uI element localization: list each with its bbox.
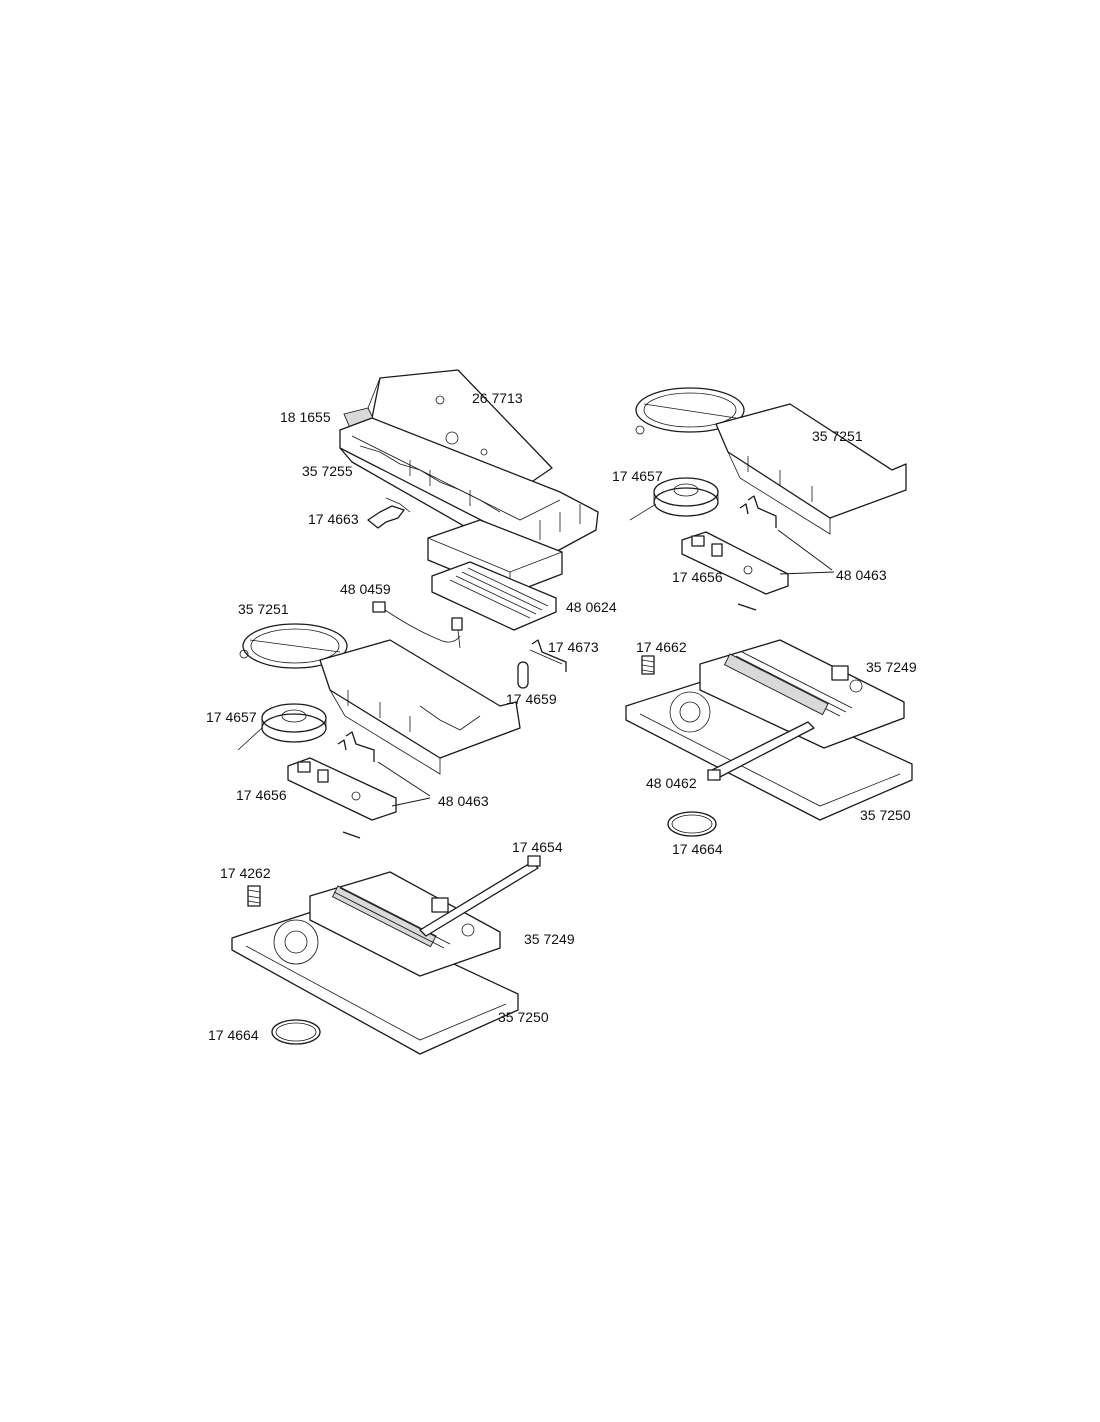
label-480462: 48 0462 [646, 775, 697, 791]
label-174673: 17 4673 [548, 639, 599, 655]
fan-left [237, 703, 327, 751]
label-181655: 18 1655 [280, 409, 331, 425]
terminal-board-left [287, 757, 397, 821]
label-357249-left: 35 7249 [524, 931, 575, 947]
label-357255: 35 7255 [302, 463, 353, 479]
part-labels: 26 7713 18 1655 35 7255 17 4663 48 0459 … [206, 390, 917, 1043]
spring-left [247, 885, 261, 907]
ribbon-cable-right [707, 721, 815, 781]
label-174657-right: 17 4657 [612, 468, 663, 484]
cable-harness [372, 601, 463, 649]
seal-ring-left [271, 1019, 321, 1045]
label-174659: 17 4659 [506, 691, 557, 707]
power-board-right [699, 639, 905, 749]
terminal-board-right [681, 531, 789, 595]
fan-right [629, 477, 719, 521]
label-174262: 17 4262 [220, 865, 271, 881]
label-480624: 48 0624 [566, 599, 617, 615]
leader-lines [377, 529, 835, 807]
label-480463-left: 48 0463 [438, 793, 489, 809]
label-174663: 17 4663 [308, 511, 359, 527]
label-357250-left: 35 7250 [498, 1009, 549, 1025]
label-480459: 48 0459 [340, 581, 391, 597]
coil-carrier-left [239, 623, 521, 775]
label-357250-right: 35 7250 [860, 807, 911, 823]
sensor-clips-right [739, 495, 777, 528]
cable-clip [367, 497, 411, 529]
coil-carrier-right [635, 387, 907, 535]
label-174657-left: 17 4657 [206, 709, 257, 725]
label-174654: 17 4654 [512, 839, 563, 855]
label-174656-right: 17 4656 [672, 569, 723, 585]
label-357251-right: 35 7251 [812, 428, 863, 444]
seal-ring-right [667, 811, 717, 837]
ribbon-cable-left [419, 855, 541, 937]
filter-base [431, 561, 557, 631]
pin-left [342, 831, 361, 839]
pin-right [737, 603, 757, 611]
connector-clip [529, 639, 567, 672]
label-174656-left: 17 4656 [236, 787, 287, 803]
power-board-left [309, 871, 501, 977]
control-housing [339, 417, 599, 559]
label-357249-right: 35 7249 [866, 659, 917, 675]
label-267713: 26 7713 [472, 390, 523, 406]
label-480463-right: 48 0463 [836, 567, 887, 583]
label-174662: 17 4662 [636, 639, 687, 655]
label-357251-left: 35 7251 [238, 601, 289, 617]
ferrite-sleeve [517, 661, 529, 689]
label-174664-left: 17 4664 [208, 1027, 259, 1043]
label-174664-right: 17 4664 [672, 841, 723, 857]
sensor-clips-left [337, 731, 375, 762]
spring-right [641, 655, 655, 675]
